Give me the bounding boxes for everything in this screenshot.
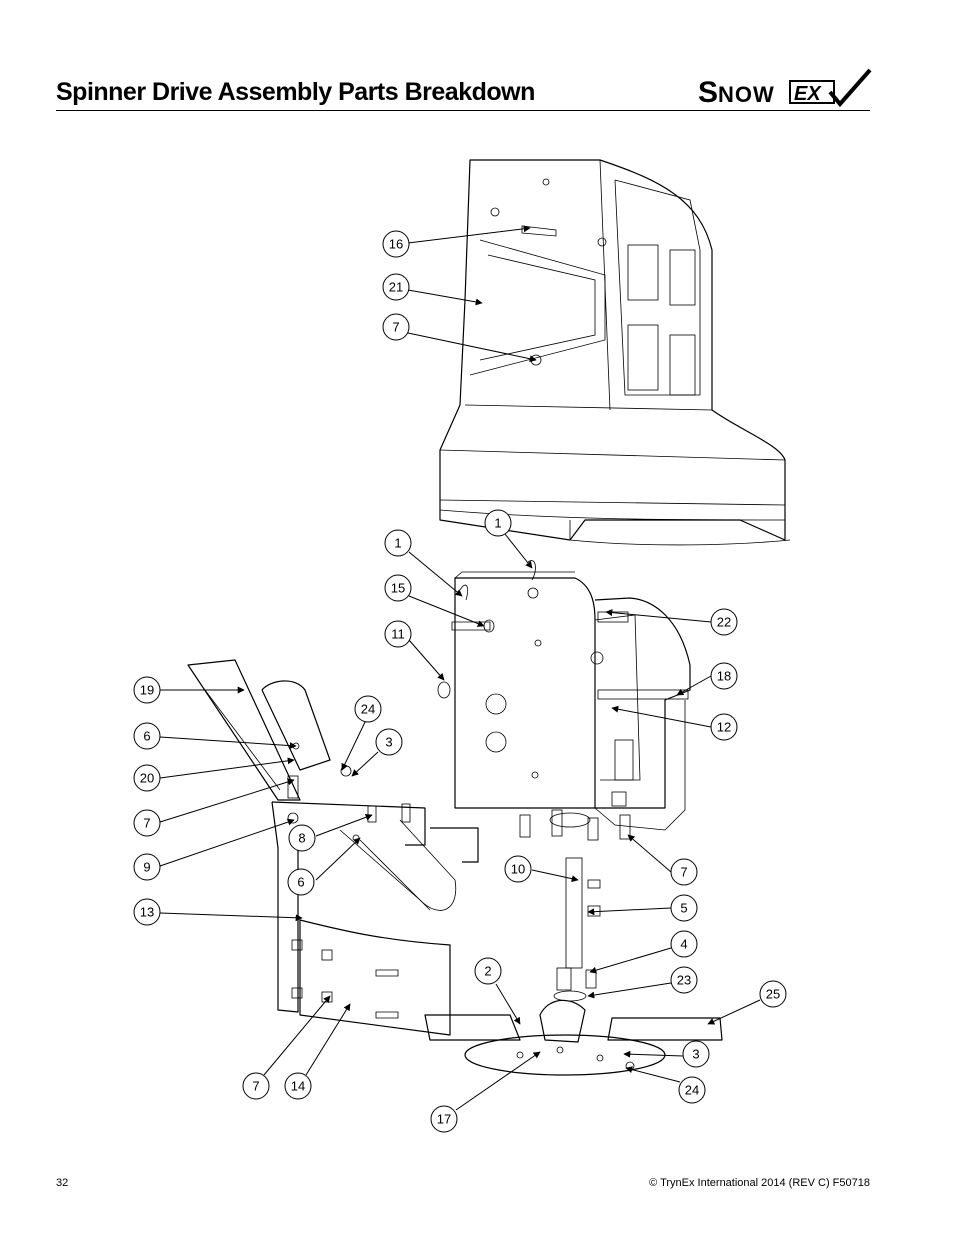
callout-24: 24 — [678, 1076, 706, 1104]
callout-22: 22 — [710, 608, 738, 636]
page-title: Spinner Drive Assembly Parts Breakdown — [56, 78, 535, 106]
svg-text:7: 7 — [680, 865, 687, 880]
svg-text:25: 25 — [766, 987, 780, 1002]
callout-6: 6 — [133, 722, 161, 750]
callout-11: 11 — [384, 620, 412, 648]
svg-text:12: 12 — [717, 720, 731, 735]
callout-25: 25 — [759, 980, 787, 1008]
svg-text:1: 1 — [494, 516, 501, 531]
svg-text:8: 8 — [298, 831, 305, 846]
callout-2: 2 — [474, 957, 502, 985]
callout-21: 21 — [382, 273, 410, 301]
svg-text:3: 3 — [385, 735, 392, 750]
svg-text:7: 7 — [252, 1079, 259, 1094]
svg-text:13: 13 — [140, 905, 154, 920]
callout-19: 19 — [133, 676, 161, 704]
callout-7: 7 — [242, 1072, 270, 1100]
svg-text:6: 6 — [297, 875, 304, 890]
callout-3: 3 — [375, 728, 403, 756]
callout-7: 7 — [133, 809, 161, 837]
callout-9: 9 — [133, 853, 161, 881]
callout-8: 8 — [288, 824, 316, 852]
svg-text:19: 19 — [140, 683, 154, 698]
page-number: 32 — [56, 1177, 69, 1189]
callout-20: 20 — [133, 764, 161, 792]
callout-1: 1 — [484, 509, 512, 537]
svg-text:7: 7 — [143, 816, 150, 831]
svg-text:11: 11 — [391, 627, 405, 642]
callout-12: 12 — [710, 713, 738, 741]
svg-text:1: 1 — [394, 536, 401, 551]
pins-and-shafts — [437, 560, 583, 969]
callout-7: 7 — [382, 313, 410, 341]
svg-text:EX: EX — [794, 83, 822, 105]
callout-5: 5 — [670, 894, 698, 922]
svg-text:9: 9 — [143, 860, 150, 875]
leader-lines — [159, 225, 761, 1111]
callout-1: 1 — [384, 529, 412, 557]
svg-text:24: 24 — [361, 702, 375, 717]
svg-text:15: 15 — [391, 581, 405, 596]
svg-text:3: 3 — [692, 1047, 699, 1062]
svg-text:22: 22 — [717, 615, 731, 630]
callout-6: 6 — [287, 868, 315, 896]
svg-text:6: 6 — [143, 729, 150, 744]
svg-text:2: 2 — [484, 964, 491, 979]
svg-text:21: 21 — [389, 280, 403, 295]
svg-text:20: 20 — [140, 771, 154, 786]
svg-text:23: 23 — [677, 973, 691, 988]
svg-text:17: 17 — [437, 1112, 451, 1127]
header-rule — [56, 110, 870, 111]
motor-mount-box — [454, 571, 691, 841]
svg-text:14: 14 — [291, 1079, 305, 1094]
callout-16: 16 — [382, 230, 410, 258]
svg-text:7: 7 — [392, 320, 399, 335]
copyright-notice: © TrynEx International 2014 (REV C) F507… — [649, 1177, 870, 1189]
callout-4: 4 — [670, 930, 698, 958]
callout-3: 3 — [682, 1040, 710, 1068]
callout-23: 23 — [670, 966, 698, 994]
snowex-logo: S NOW EX — [698, 68, 872, 109]
callout-13: 13 — [133, 898, 161, 926]
callout-10: 10 — [504, 855, 532, 883]
callout-7: 7 — [670, 858, 698, 886]
svg-text:24: 24 — [685, 1083, 699, 1098]
svg-text:10: 10 — [511, 862, 525, 877]
callout-15: 15 — [384, 574, 412, 602]
svg-text:S: S — [698, 76, 719, 109]
svg-text:18: 18 — [717, 669, 731, 684]
spinner-chute — [439, 159, 791, 546]
callout-17: 17 — [430, 1105, 458, 1133]
svg-text:5: 5 — [680, 901, 687, 916]
callout-24: 24 — [354, 695, 382, 723]
svg-text:16: 16 — [389, 237, 403, 252]
callout-18: 18 — [710, 662, 738, 690]
svg-text:4: 4 — [680, 937, 687, 952]
callout-14: 14 — [284, 1072, 312, 1100]
deflector-bracket-assembly — [187, 659, 479, 1036]
svg-text:NOW: NOW — [718, 82, 775, 107]
